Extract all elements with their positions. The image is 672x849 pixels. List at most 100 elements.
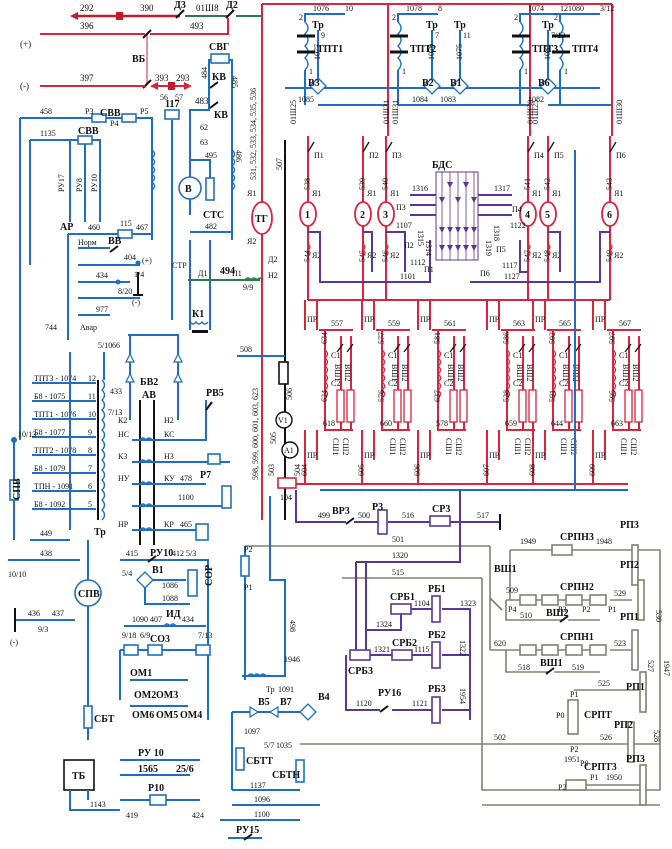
wire-label: 563 [513,319,525,328]
traction-transformer-section: ТПТ1107621В3Тр91077101085ТПТ2107821В2Тр7… [261,3,624,520]
terminal-label: 5/3 [186,549,196,558]
wire-label: 604 [300,464,309,476]
wire-label: 56 [160,93,168,102]
relay-label: РП2 [620,560,639,571]
rectifier-label: В6 [538,78,550,89]
rectifier-label: В2 [422,78,434,89]
terminal-label: СШ1 [513,438,522,455]
component-label: Р7 [200,470,211,481]
tap-label: 2 [299,13,303,22]
field-wires [592,300,641,484]
switch-label: ВР3 [332,506,350,517]
tap-number: 11 [88,392,96,401]
wire-label: П1 [232,269,242,278]
wire-label: Д1 [198,269,207,278]
motor-symbol [601,201,619,227]
wire-label: 8/20 [118,287,132,296]
component-label: КВ [212,72,226,83]
switch-vb-top-icon [142,29,152,39]
wire-label: 502 [494,733,506,742]
wire-label: 1084 [412,95,428,104]
terminal-label: СШ1 [388,438,397,455]
switch-vr3-icon [345,517,355,525]
wire-label: 540 [381,178,390,190]
motor-number: 1 [305,210,310,221]
wire-label: 1322 [458,640,467,656]
block-tb [63,759,95,791]
wire-label: 634 [320,332,329,344]
tap-label: 7 [435,31,439,40]
wire-label: Р3 [85,107,93,116]
field-coil [505,349,511,399]
terminal-label: 9/3 [38,625,48,634]
motor-number: 2 [360,210,365,221]
coil-str [189,320,209,325]
diode-b7 [268,705,279,719]
tap-source-label: ТПТ3 - 1074 [34,374,76,383]
wire-label: 458 [40,107,52,116]
contact-label: ВШ1 [621,364,630,381]
tpt-winding [519,21,524,71]
wire-label: 609 [588,464,597,476]
bus-label: 01Ш25 [531,100,540,124]
contactor-label: ПР [595,315,606,324]
resistor-srpn2-b [541,594,559,606]
wire-label: 1946 [284,655,300,664]
contactor-label: ПР [535,451,546,460]
braking-wires [308,231,610,283]
wire-label: 434 [96,271,108,280]
contactor-label: П5 [554,151,564,160]
wire-label: 493 [190,21,204,31]
wire-label: 1096 [254,795,270,804]
wire-label: 1074 [528,4,544,13]
tap-source-label: Б8 - 1092 [34,500,65,509]
wire-label: 1143 [90,800,106,809]
wire-label: 1314 [424,240,433,256]
brake-current-section: Р2 Р1 498 1946 Тр 1091 В5 В7 В4 1097 СБТ… [220,496,330,841]
contactor-label: П1 [424,265,434,274]
contact-label: ВШ2 [456,364,465,381]
resistor-label: СР3 [432,504,450,515]
terminal-label: СШ1 [331,438,340,455]
wire-p4-p5 [106,117,153,130]
terminal-label: 419 [126,811,138,820]
tap-label: 1 [309,67,313,76]
tap-source-label: Б8 - 1079 [34,464,65,473]
wire-label: 1115 [414,645,429,654]
resistor-label: СРБ3 [348,666,373,677]
terminal-label: СШ2 [341,438,350,455]
switch-label: РУ 10 [138,748,164,759]
traction-motor-section: ТГ Я1 Я2 Д2 Н2 507 531, 532, 533, 534, 5… [247,88,626,520]
resistor-srb3 [349,649,371,661]
relay-rp2-b [627,721,635,763]
tpt-wire [559,13,600,105]
terminal-label: К2 [118,416,127,425]
polarity-label: (-) [20,81,29,91]
resistor-label: СРПТ3 [584,762,617,773]
wire-label: 1075 [455,44,464,60]
wire-label: 57 [175,93,183,102]
contactor-icon [362,141,370,153]
shunt-resistor [528,389,537,423]
wire-label: 592 [548,332,557,344]
wire-label: 407 [150,615,162,624]
terminal-label: Я2 [247,237,256,246]
wire-label: Р4 [110,119,118,128]
wire-label: 1323 [460,599,476,608]
wire-label: 515 [392,568,404,577]
supply-section: 292 390 396 493 01Ш8 Д3 Д2 ВБ (+) (-) 39… [20,0,262,91]
voltmeter [275,411,293,429]
wire-label: 404 [124,253,136,262]
component-label: КВ [214,110,228,121]
switch-rv5-icon [205,401,213,411]
wire-label: 528 [652,730,661,742]
component-label: СВГ [209,42,229,53]
resistor-sou [207,453,221,465]
wire-label: 1082 [528,95,544,104]
terminal-label: Р2 [582,605,590,614]
coil-label: С2 [444,379,453,388]
tap-source-label: Б8 - 1075 [34,392,65,401]
relay-rp3 [631,544,639,586]
